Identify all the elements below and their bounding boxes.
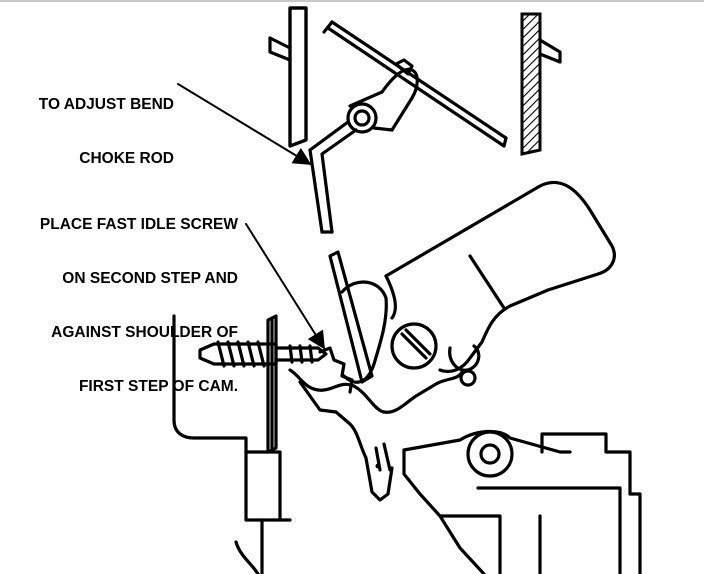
top-border (0, 0, 704, 2)
fast-idle-leader-arrow (245, 223, 325, 350)
throttle-body (402, 429, 642, 574)
choke-rod (308, 120, 358, 234)
fast-idle-callout-line-2: ON SECOND STEP AND (62, 270, 238, 287)
cam-detent (374, 442, 392, 472)
linkage-arm (288, 368, 464, 502)
choke-lever (346, 58, 419, 134)
cam-pivot-screw (390, 322, 438, 370)
fast-idle-callout-line-4: FIRST STEP OF CAM. (78, 378, 238, 395)
fast-idle-callout-line-1: PLACE FAST IDLE SCREW (39, 216, 238, 233)
choke-rod-callout-line-2: CHOKE ROD (79, 150, 174, 167)
fast-idle-callout-line-3: AGAINST SHOULDER OF (51, 324, 238, 341)
choke-plate (322, 20, 508, 148)
fast-idle-screw (198, 340, 328, 368)
left-throat-wall (268, 6, 308, 148)
lever-pivot (448, 344, 481, 387)
choke-rod-callout-line-1: TO ADJUST BEND (38, 96, 174, 113)
choke-rod-callout: TO ADJUST BEND CHOKE ROD (2, 60, 174, 204)
cam-rod (328, 250, 374, 384)
choke-rod-leader-arrow (177, 83, 312, 165)
fast-idle-cam (318, 280, 388, 394)
screw-bracket (266, 314, 278, 454)
carburetor-body (172, 314, 292, 574)
throttle-lever-arm (384, 180, 616, 374)
right-throat-wall (520, 12, 562, 156)
throttle-shaft-pivot (466, 430, 514, 478)
fast-idle-callout: PLACE FAST IDLE SCREW ON SECOND STEP AND… (2, 180, 238, 432)
